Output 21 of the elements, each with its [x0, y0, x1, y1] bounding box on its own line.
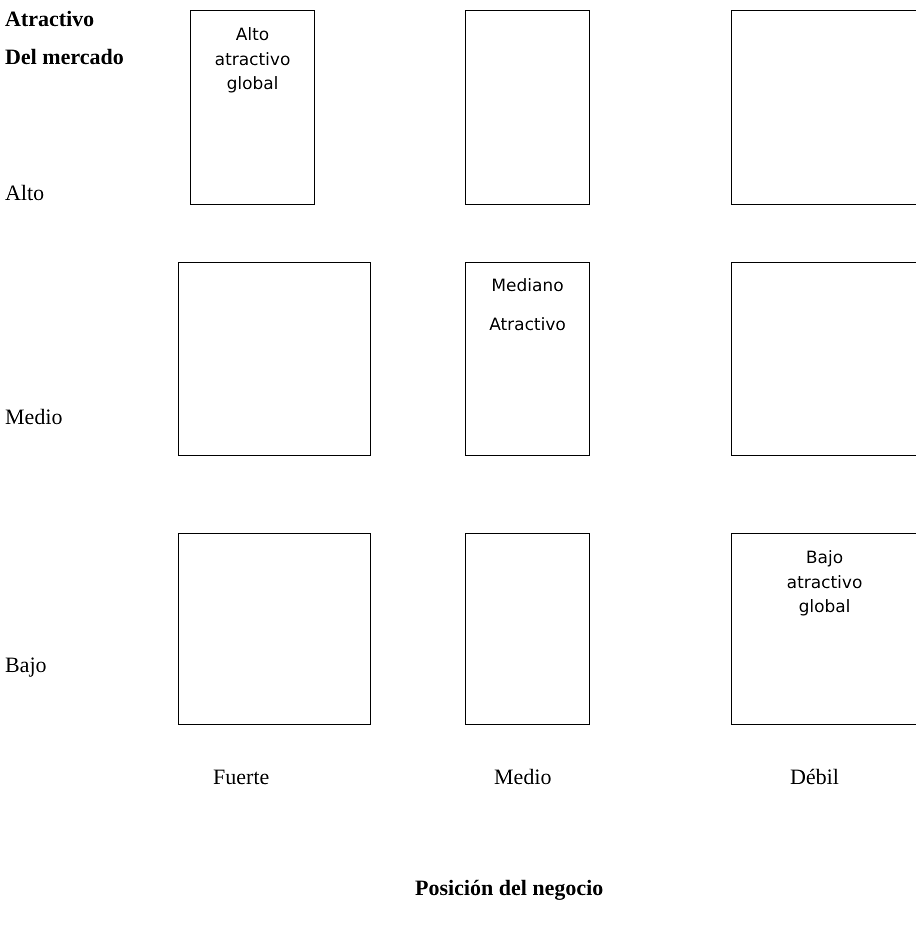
empty-box — [465, 533, 590, 725]
empty-box — [465, 10, 590, 205]
row-label: Bajo — [5, 652, 47, 678]
cell-label: Alto atractivo global — [214, 24, 292, 96]
row-label: Medio — [5, 404, 62, 430]
empty-box — [731, 10, 916, 205]
empty-box — [178, 262, 371, 456]
cell-label: Mediano Atractivo — [488, 275, 567, 338]
matrix-cell — [731, 533, 916, 725]
column-label: Débil — [790, 764, 839, 790]
axis-title: Del mercado — [5, 44, 124, 70]
column-label: Fuerte — [213, 764, 270, 790]
axis-title: Posición del negocio — [415, 875, 604, 902]
matrix-cell — [190, 10, 315, 205]
matrix-cell — [465, 262, 590, 456]
empty-box — [178, 533, 371, 725]
empty-box — [731, 262, 916, 456]
row-label: Alto — [5, 180, 44, 206]
cell-label: Bajo atractivo global — [786, 547, 864, 620]
column-label: Medio — [494, 764, 552, 790]
axis-title: Atractivo — [5, 6, 94, 32]
